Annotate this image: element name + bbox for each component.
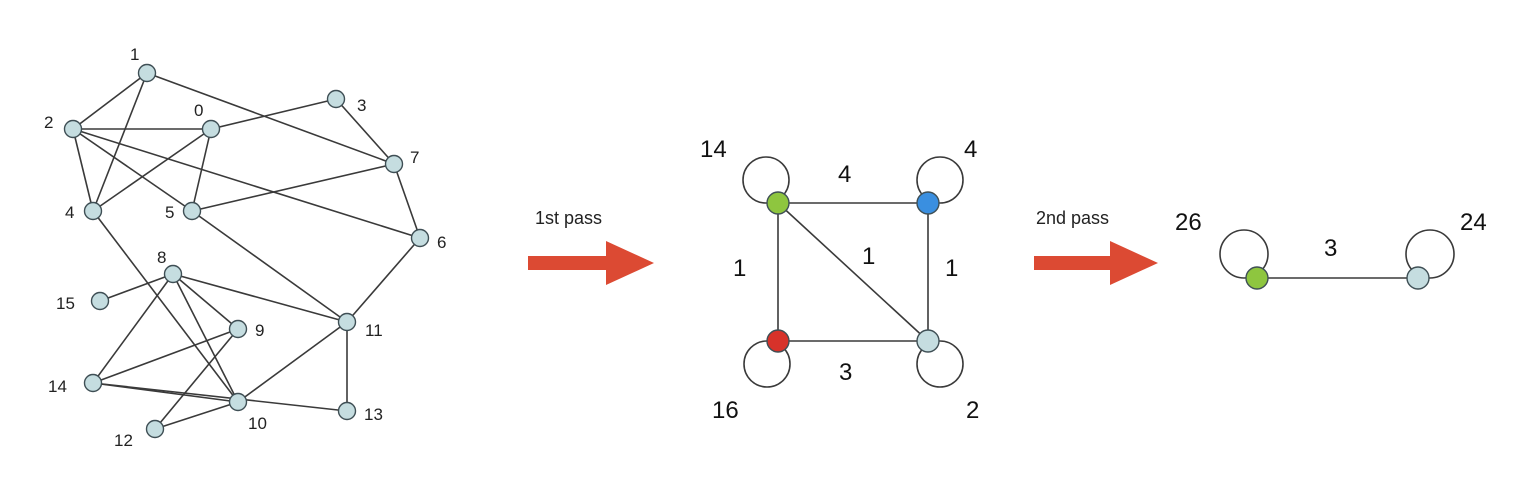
original-nodes xyxy=(63,63,430,439)
first-pass-graph: 14 4 16 2 4 1 1 1 3 xyxy=(700,136,979,424)
edge-9-14 xyxy=(92,328,239,384)
weight-right: 1 xyxy=(945,255,958,282)
second-pass-graph: 26 24 3 xyxy=(1175,209,1487,290)
node-label-10: 10 xyxy=(248,414,267,433)
node-label-15: 15 xyxy=(56,294,75,313)
weight-diagonal: 1 xyxy=(862,243,875,270)
node-2 xyxy=(63,119,83,139)
node-label-12: 12 xyxy=(114,431,133,450)
edge-9-12 xyxy=(154,328,239,430)
community-node-26 xyxy=(1245,266,1269,290)
node-label-7: 7 xyxy=(410,148,419,167)
edge-10-11 xyxy=(237,321,348,403)
node-0 xyxy=(201,119,221,139)
first-pass-labels: 14 4 16 2 4 1 1 1 3 xyxy=(700,136,979,424)
self-loop-26 xyxy=(1219,229,1269,279)
first-pass-arrow-shaft xyxy=(528,256,610,270)
edge-8-15 xyxy=(99,273,174,302)
original-graph: 0 1 2 3 4 5 6 7 8 9 10 11 12 13 14 15 xyxy=(44,45,446,450)
edge-8-9 xyxy=(172,273,239,330)
node-label-4: 4 xyxy=(65,203,74,222)
community-label-4: 4 xyxy=(964,136,977,163)
edge-2-5 xyxy=(72,128,193,212)
node-label-11: 11 xyxy=(365,321,383,340)
self-loop-2 xyxy=(916,340,964,388)
community-node-16 xyxy=(766,329,790,353)
node-8 xyxy=(163,264,183,284)
edge-1-2 xyxy=(72,72,148,130)
edge-0-4 xyxy=(92,128,212,212)
node-6 xyxy=(410,228,430,248)
self-loop-4 xyxy=(916,156,964,204)
original-node-labels: 0 1 2 3 4 5 6 7 8 9 10 11 12 13 14 15 xyxy=(44,45,446,450)
edge-12-10 xyxy=(154,401,239,430)
edge-1-7 xyxy=(146,72,395,165)
node-label-14: 14 xyxy=(48,377,67,396)
second-pass-arrow: 2nd pass xyxy=(1034,208,1158,285)
edge-0-3 xyxy=(210,98,337,130)
weight-bottom: 3 xyxy=(839,359,852,386)
edge-7-6 xyxy=(393,163,421,239)
edge-1-4 xyxy=(92,72,148,212)
node-5 xyxy=(182,201,202,221)
node-10 xyxy=(228,392,248,412)
node-11 xyxy=(337,312,357,332)
weight-left: 1 xyxy=(733,255,746,282)
original-edges xyxy=(72,72,421,430)
node-label-6: 6 xyxy=(437,233,446,252)
node-4 xyxy=(83,201,103,221)
first-pass-edges xyxy=(777,202,929,342)
node-label-1: 1 xyxy=(130,45,139,64)
community-node-14 xyxy=(766,191,790,215)
node-label-13: 13 xyxy=(364,405,383,424)
node-15 xyxy=(90,291,110,311)
node-label-0: 0 xyxy=(194,101,203,120)
node-14 xyxy=(83,373,103,393)
edge-8-10 xyxy=(172,273,239,403)
self-loop-14 xyxy=(742,156,790,204)
node-12 xyxy=(145,419,165,439)
weight-top: 4 xyxy=(838,161,851,188)
first-pass-arrow-head xyxy=(606,241,654,285)
edge-2-4 xyxy=(72,128,94,212)
self-loop-24 xyxy=(1405,229,1455,279)
community-node-24 xyxy=(1406,266,1430,290)
node-label-3: 3 xyxy=(357,96,366,115)
second-pass-label: 2nd pass xyxy=(1036,208,1109,228)
second-pass-arrow-head xyxy=(1110,241,1158,285)
edge-5-11 xyxy=(191,210,348,323)
edge-14-13 xyxy=(92,382,348,412)
community-label-2: 2 xyxy=(966,397,979,424)
edge-6-11 xyxy=(346,237,421,323)
node-label-8: 8 xyxy=(157,248,166,267)
edge-4-10 xyxy=(92,210,239,403)
node-7 xyxy=(384,154,404,174)
edge-8-14 xyxy=(92,273,174,384)
node-3 xyxy=(326,89,346,109)
community-label-26: 26 xyxy=(1175,209,1202,236)
edge-3-7 xyxy=(335,98,395,165)
first-pass-arrow: 1st pass xyxy=(528,208,654,285)
edge-8-11 xyxy=(172,273,348,323)
first-pass-label: 1st pass xyxy=(535,208,602,228)
edge-2-6 xyxy=(72,128,421,239)
node-label-9: 9 xyxy=(255,321,264,340)
community-node-4 xyxy=(916,191,940,215)
second-pass-arrow-shaft xyxy=(1034,256,1114,270)
edge-0-5 xyxy=(191,128,212,212)
node-9 xyxy=(228,319,248,339)
community-label-14: 14 xyxy=(700,136,727,163)
weight-26-24: 3 xyxy=(1324,235,1337,262)
node-1 xyxy=(137,63,157,83)
node-13 xyxy=(337,401,357,421)
edge-5-7 xyxy=(191,163,395,212)
node-label-5: 5 xyxy=(165,203,174,222)
community-label-16: 16 xyxy=(712,397,739,424)
first-pass-nodes xyxy=(766,191,940,353)
edge-14-2 xyxy=(777,202,929,342)
node-label-2: 2 xyxy=(44,113,53,132)
community-label-24: 24 xyxy=(1460,209,1487,236)
community-node-2 xyxy=(916,329,940,353)
